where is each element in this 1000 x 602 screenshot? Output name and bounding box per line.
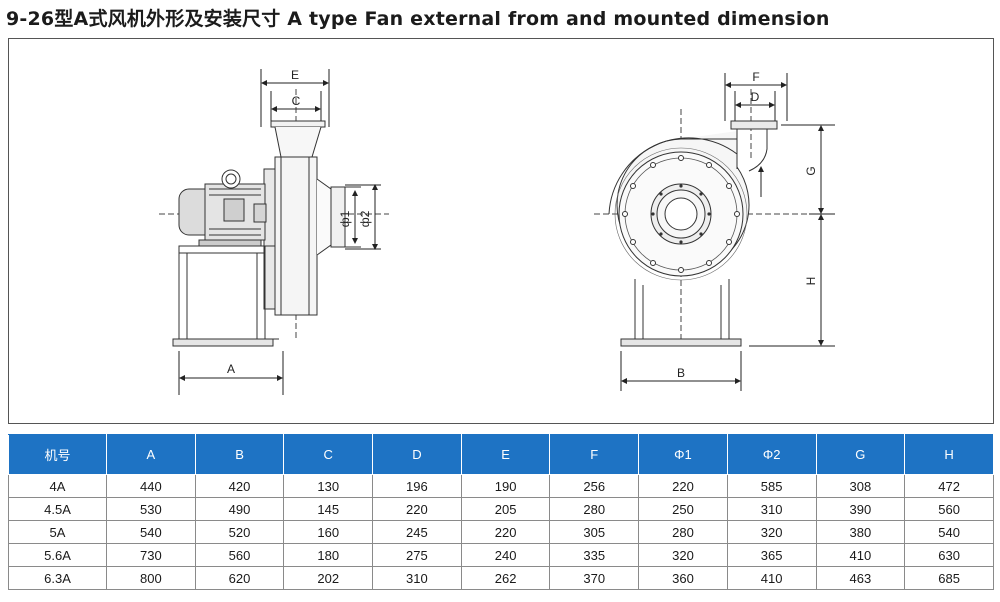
- front-dim-d-label: D: [751, 90, 760, 104]
- table-cell: 4.5A: [8, 497, 107, 521]
- table-cell: 472: [904, 474, 994, 498]
- col-header-f: F: [549, 434, 640, 475]
- table-cell: 280: [638, 520, 728, 544]
- table-cell: 280: [549, 497, 640, 521]
- col-header-b: B: [194, 434, 285, 475]
- col-header-g: G: [815, 434, 906, 475]
- table-cell: 202: [283, 566, 374, 590]
- table-cell: 380: [815, 520, 906, 544]
- table-cell: 420: [194, 474, 285, 498]
- side-dim-a-label: A: [227, 362, 235, 376]
- table-cell: 320: [638, 543, 728, 567]
- table-cell: 4A: [8, 474, 107, 498]
- table-cell: 305: [549, 520, 640, 544]
- table-cell: 540: [904, 520, 994, 544]
- dimension-table: 机号 A B C D E F Φ1 Φ2 G H 4A 440 420 130 …: [8, 434, 994, 590]
- table-cell: 180: [283, 543, 374, 567]
- table-cell: 410: [726, 566, 817, 590]
- side-dim-phi1-label: ф1: [338, 210, 352, 227]
- table-row: 5A 540 520 160 245 220 305 280 320 380 5…: [8, 520, 994, 544]
- table-row: 4A 440 420 130 196 190 256 220 585 308 4…: [8, 474, 994, 498]
- col-header-model: 机号: [8, 434, 107, 475]
- table-cell: 240: [460, 543, 551, 567]
- table-cell: 360: [638, 566, 728, 590]
- table-cell: 320: [726, 520, 817, 544]
- page-title: 9-26型A式风机外形及安装尺寸 A type Fan external fro…: [6, 8, 830, 30]
- table-cell: 463: [815, 566, 906, 590]
- table-cell: 585: [726, 474, 817, 498]
- side-view: [159, 69, 389, 395]
- table-cell: 365: [726, 543, 817, 567]
- table-cell: 275: [372, 543, 462, 567]
- col-header-h: H: [904, 434, 994, 475]
- front-dim-h-label: H: [804, 277, 818, 286]
- front-view: [594, 73, 835, 391]
- side-dim-e-label: E: [291, 68, 299, 82]
- table-row: 5.6A 730 560 180 275 240 335 320 365 410…: [8, 543, 994, 567]
- table-cell: 220: [460, 520, 551, 544]
- table-cell: 410: [815, 543, 906, 567]
- table-cell: 145: [283, 497, 374, 521]
- table-cell: 520: [194, 520, 285, 544]
- table-cell: 205: [460, 497, 551, 521]
- col-header-a: A: [106, 434, 196, 475]
- side-dim-c-label: C: [292, 94, 301, 108]
- col-header-c: C: [283, 434, 374, 475]
- table-cell: 440: [106, 474, 196, 498]
- col-header-phi2: Φ2: [726, 434, 817, 475]
- table-cell: 220: [372, 497, 462, 521]
- table-cell: 196: [372, 474, 462, 498]
- table-cell: 250: [638, 497, 728, 521]
- col-header-phi1: Φ1: [638, 434, 728, 475]
- table-cell: 310: [726, 497, 817, 521]
- table-row: 4.5A 530 490 145 220 205 280 250 310 390…: [8, 497, 994, 521]
- table-cell: 730: [106, 543, 196, 567]
- col-header-d: D: [372, 434, 462, 475]
- table-cell: 560: [194, 543, 285, 567]
- table-cell: 6.3A: [8, 566, 107, 590]
- table-row: 6.3A 800 620 202 310 262 370 360 410 463…: [8, 566, 994, 590]
- front-dim-f-label: F: [752, 70, 759, 84]
- table-cell: 5.6A: [8, 543, 107, 567]
- table-cell: 390: [815, 497, 906, 521]
- table-cell: 245: [372, 520, 462, 544]
- fan-drawing-svg: E C ф1 ф2 A: [159, 68, 835, 395]
- table-cell: 490: [194, 497, 285, 521]
- side-dim-phi2-label: ф2: [358, 210, 372, 227]
- table-cell: 256: [549, 474, 640, 498]
- table-cell: 310: [372, 566, 462, 590]
- table-cell: 130: [283, 474, 374, 498]
- table-cell: 370: [549, 566, 640, 590]
- table-cell: 5A: [8, 520, 107, 544]
- table-cell: 190: [460, 474, 551, 498]
- col-header-e: E: [460, 434, 551, 475]
- table-cell: 530: [106, 497, 196, 521]
- table-cell: 800: [106, 566, 196, 590]
- table-cell: 685: [904, 566, 994, 590]
- front-dim-b-label: B: [677, 366, 685, 380]
- table-cell: 220: [638, 474, 728, 498]
- table-cell: 630: [904, 543, 994, 567]
- front-dim-g-label: G: [804, 166, 818, 175]
- table-cell: 560: [904, 497, 994, 521]
- table-cell: 308: [815, 474, 906, 498]
- table-cell: 335: [549, 543, 640, 567]
- table-cell: 160: [283, 520, 374, 544]
- table-header-row: 机号 A B C D E F Φ1 Φ2 G H: [8, 434, 994, 475]
- fan-dimension-drawing: E C ф1 ф2 A: [8, 38, 994, 424]
- table-cell: 620: [194, 566, 285, 590]
- table-cell: 540: [106, 520, 196, 544]
- table-cell: 262: [460, 566, 551, 590]
